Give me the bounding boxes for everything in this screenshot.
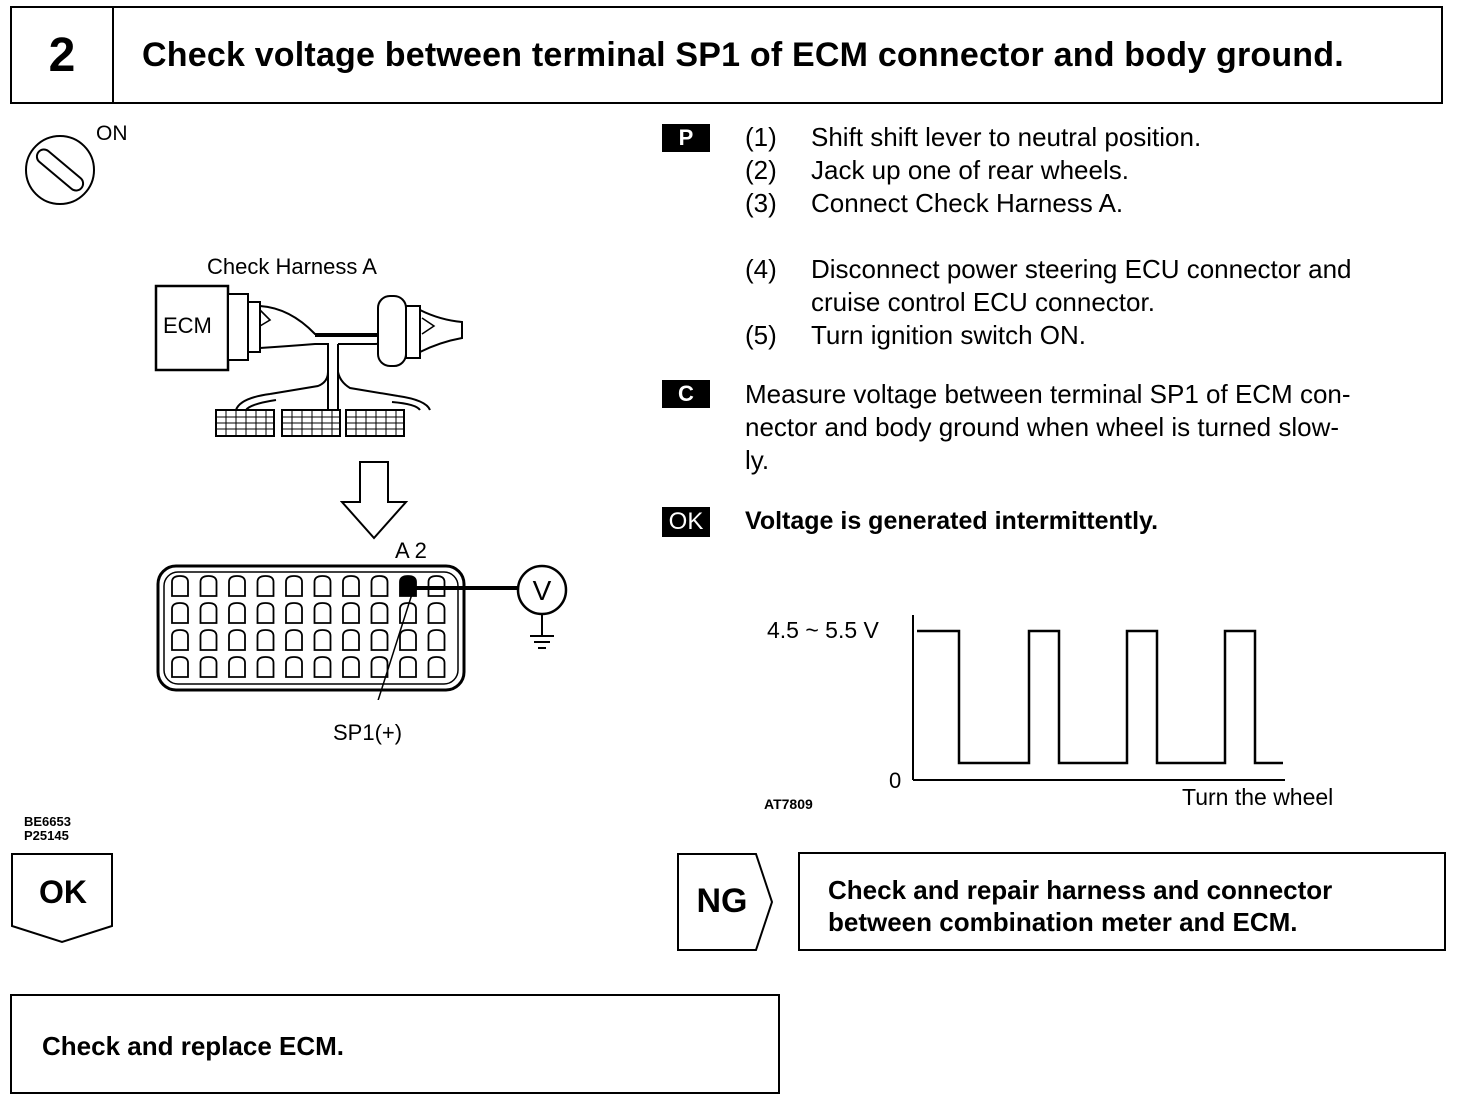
connector-pin bbox=[370, 602, 389, 624]
check-line-1: Measure voltage between terminal SP1 of … bbox=[745, 379, 1351, 409]
connector-pin bbox=[199, 656, 218, 678]
connector-pin bbox=[228, 629, 246, 651]
prep-tag: P bbox=[662, 124, 710, 152]
connector-pin bbox=[313, 629, 332, 651]
figure-code-2: P25145 bbox=[24, 828, 69, 843]
ng-flow-label: NG bbox=[696, 882, 748, 920]
ecm-connector-face: V bbox=[156, 564, 568, 700]
harness-label: Check Harness A bbox=[207, 254, 377, 279]
connector-pin bbox=[399, 629, 417, 651]
connector-pin bbox=[228, 575, 246, 597]
connector-pin bbox=[342, 656, 360, 678]
check-tag: C bbox=[662, 380, 710, 408]
voltage-waveform bbox=[912, 615, 1285, 781]
step-number: 2 bbox=[12, 8, 114, 102]
ng-action-line-1: Check and repair harness and connector bbox=[828, 875, 1333, 905]
connector-pin bbox=[342, 629, 360, 651]
connector-pin bbox=[199, 629, 218, 651]
connector-pin bbox=[256, 656, 275, 678]
ng-flow-shape bbox=[677, 853, 774, 951]
waveform-zero-label: 0 bbox=[889, 768, 902, 793]
ok-spec-tag: OK bbox=[662, 507, 710, 537]
connector-pin bbox=[370, 575, 389, 597]
connector-pin bbox=[313, 656, 332, 678]
ignition-key-icon bbox=[25, 135, 95, 205]
page-title: Check voltage between terminal SP1 of EC… bbox=[142, 35, 1344, 74]
connector-pin bbox=[228, 602, 246, 624]
connector-pin bbox=[256, 575, 275, 597]
connector-pin bbox=[171, 602, 189, 624]
connector-pin bbox=[256, 602, 275, 624]
ok-flow-shape bbox=[11, 853, 113, 944]
ok-action-box: Check and replace ECM. bbox=[10, 994, 780, 1094]
waveform-code: AT7809 bbox=[764, 796, 813, 812]
connector-pin bbox=[427, 656, 446, 678]
connector-pin bbox=[399, 656, 417, 678]
terminal-label: SP1(+) bbox=[333, 720, 403, 745]
connector-pin bbox=[313, 602, 332, 624]
connector-pin bbox=[342, 602, 360, 624]
connector-pin bbox=[427, 602, 446, 624]
step-header: 2 Check voltage between terminal SP1 of … bbox=[10, 6, 1443, 104]
arrow-down-icon bbox=[340, 461, 409, 540]
connector-pin bbox=[285, 602, 303, 624]
pin-label: A 2 bbox=[395, 538, 427, 563]
connector-pin bbox=[199, 602, 218, 624]
voltmeter-symbol: V bbox=[533, 575, 552, 606]
connector-pin bbox=[285, 656, 303, 678]
check-harness-diagram bbox=[154, 284, 463, 437]
connector-pin bbox=[370, 656, 389, 678]
ok-flow-label: OK bbox=[39, 874, 87, 910]
connector-pin bbox=[171, 629, 189, 651]
connector-pin bbox=[370, 629, 389, 651]
ecm-label: ECM bbox=[163, 313, 212, 338]
waveform-high-label: 4.5 ~ 5.5 V bbox=[767, 617, 879, 643]
connector-pin bbox=[171, 575, 189, 597]
connector-pin bbox=[171, 656, 189, 678]
ok-action-text: Check and replace ECM. bbox=[42, 1031, 344, 1061]
sp1-pin bbox=[399, 575, 417, 597]
connector-pin bbox=[256, 629, 275, 651]
waveform-x-label: Turn the wheel bbox=[1182, 784, 1334, 810]
connector-pin bbox=[427, 629, 446, 651]
check-line-3: ly. bbox=[745, 445, 770, 475]
ng-action-line-2: between combination meter and ECM. bbox=[828, 907, 1298, 937]
connector-pin bbox=[228, 656, 246, 678]
ok-spec-text: Voltage is generated intermittently. bbox=[745, 507, 1159, 535]
connector-pin bbox=[342, 575, 360, 597]
ng-action-box: Check and repair harness and connector b… bbox=[798, 852, 1446, 951]
connector-pin bbox=[285, 629, 303, 651]
connector-pin bbox=[285, 575, 303, 597]
connector-pin bbox=[199, 575, 218, 597]
figure-code-1: BE6653 bbox=[24, 814, 71, 829]
check-line-2: nector and body ground when wheel is tur… bbox=[745, 412, 1340, 442]
connector-pin bbox=[313, 575, 332, 597]
ignition-on-label: ON bbox=[96, 122, 128, 145]
